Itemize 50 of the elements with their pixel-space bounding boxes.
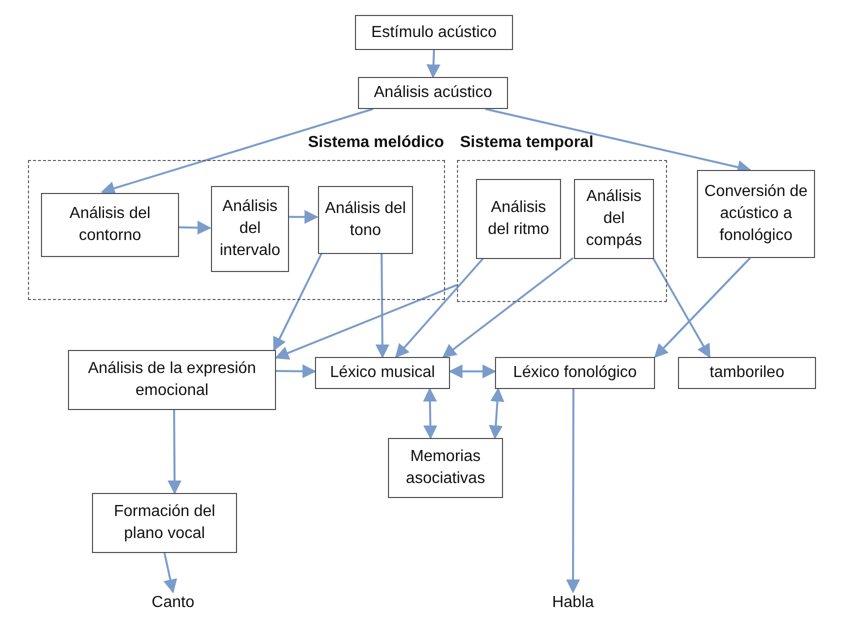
box-label: Memorias asociativas [404,447,486,489]
output-label: Habla [551,593,595,613]
box-label: Léxico fonológico [512,363,638,383]
process-box [495,357,655,389]
group-heading: Sistema melódico [308,134,444,152]
arrow [442,257,574,358]
box-label: Análisis de la expresión emocional [86,359,258,401]
process-box [358,77,508,109]
arrow [274,284,458,360]
process-box [68,350,276,410]
box-label: tamborileo [708,363,786,383]
arrow [654,257,751,358]
process-box [211,186,289,272]
process-box [318,186,413,254]
arrow [288,210,318,224]
arrow [395,257,484,358]
arrow [566,389,580,594]
process-box [476,179,561,259]
box-label: Análisis del tono [324,199,407,241]
group-heading: Sistema temporal [460,134,594,152]
arrow [178,220,212,235]
process-box [315,357,450,389]
arrow [448,364,496,378]
arrow [422,388,438,440]
box-label: Análisis del intervalo [218,197,282,261]
process-box [355,15,513,50]
box-label: Estímulo acústico [370,22,498,42]
box-label: Análisis del compás [584,187,644,251]
box-label: Formación del plano vocal [112,502,216,544]
arrow [273,252,323,352]
box-label: Análisis acústico [372,83,494,103]
arrow [375,252,390,358]
arrow [163,552,178,594]
process-box [92,493,237,553]
process-box [41,193,179,257]
box-label: Análisis del contorno [68,204,152,246]
arrow [426,50,440,78]
arrow [168,410,182,494]
arrow [100,108,374,195]
arrow [276,364,316,378]
box-label: Análisis del ritmo [486,198,550,240]
process-box [678,357,816,389]
process-box [697,170,815,258]
arrow [488,388,504,440]
process-box [574,179,654,259]
box-label: Conversión de acústico a fonológico [703,182,809,246]
output-label: Canto [150,593,196,613]
arrow [652,258,711,358]
box-label: Léxico musical [329,363,436,383]
process-box [388,438,503,498]
